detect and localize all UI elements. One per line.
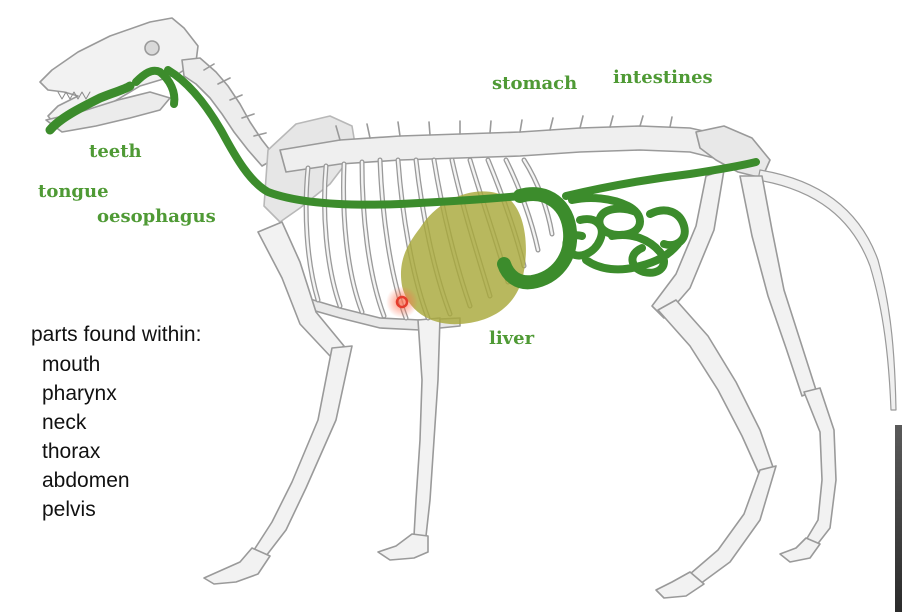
teeth-row <box>57 91 91 100</box>
tongue-organ <box>45 81 135 135</box>
hind-paw-right <box>779 537 821 563</box>
parts-list-item: pharynx <box>42 382 117 405</box>
front-paw-right <box>377 533 429 561</box>
eye-socket <box>144 40 160 56</box>
liver-organ <box>400 191 526 325</box>
front-leg-radius <box>253 345 353 557</box>
parts-list-item: abdomen <box>42 469 130 492</box>
window-edge-bar <box>895 425 902 612</box>
hind-paw-left <box>655 571 705 599</box>
label-intestines: intestines <box>613 67 713 88</box>
parts-list-title: parts found within: <box>31 323 202 346</box>
front-leg-humerus <box>257 221 345 357</box>
parts-list-item: mouth <box>42 353 101 376</box>
hind-leg-tibia <box>657 299 775 477</box>
hind-leg-right-upper <box>739 175 817 397</box>
pointer-glow <box>386 286 418 318</box>
parts-list: mouth pharynx neck thorax abdomen pelvis <box>42 350 130 524</box>
pointer-dot <box>395 295 409 309</box>
pharynx-organ <box>132 66 179 108</box>
hind-leg-femur <box>651 169 725 319</box>
front-paw-left <box>203 547 271 585</box>
label-teeth: teeth <box>89 141 142 162</box>
oesophagus-organ <box>164 66 524 209</box>
lower-jaw <box>45 91 171 133</box>
front-leg-right <box>413 317 441 537</box>
digestive-tract <box>45 66 760 290</box>
hind-leg-right-lower <box>803 387 837 547</box>
cervical-processes <box>203 63 267 137</box>
tail <box>757 169 897 411</box>
parts-list-item: neck <box>42 411 87 434</box>
hind-leg-metatarsus <box>689 465 777 585</box>
parts-list-item: pelvis <box>42 498 96 521</box>
label-stomach: stomach <box>492 73 578 94</box>
parts-list-item: thorax <box>42 440 101 463</box>
skeleton <box>39 17 897 599</box>
label-liver: liver <box>489 328 535 349</box>
dorsal-spinous-processes <box>335 115 673 141</box>
stomach-organ <box>497 187 578 290</box>
label-tongue: tongue <box>38 181 109 202</box>
label-oesophagus: oesophagus <box>97 206 216 227</box>
intestines-organ <box>562 158 760 277</box>
